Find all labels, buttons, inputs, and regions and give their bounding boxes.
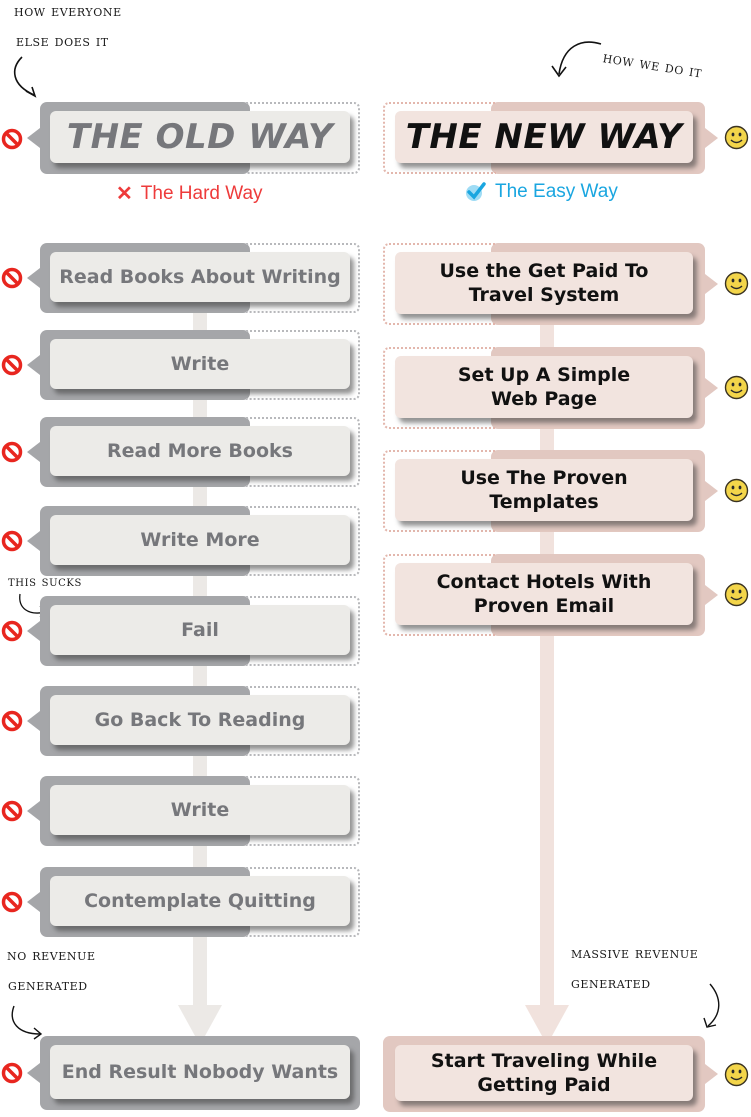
no-entry-icon [1, 1062, 23, 1084]
old-way-step: Write [27, 330, 360, 400]
old-way-step-outline [246, 417, 360, 487]
curved-arrow-icon [11, 1005, 43, 1040]
old-way-step-outline [246, 330, 360, 400]
old-way-subtitle: ✕ The Hard Way [116, 181, 263, 206]
new-way-result-text: Start Traveling While Getting Paid [395, 1045, 693, 1101]
new-way-step-text: Use The Proven Templates [395, 459, 693, 521]
old-way-step-text: Read More Books [50, 426, 350, 476]
new-way-title: THE NEW WAY [395, 111, 693, 163]
old-way-step-outline [246, 776, 360, 846]
no-entry-icon [1, 267, 23, 289]
old-way-result-text: End Result Nobody Wants [50, 1045, 350, 1099]
x-mark-icon: ✕ [116, 183, 133, 205]
no-entry-icon [1, 128, 23, 150]
new-way-step-text: Set Up A Simple Web Page [395, 356, 693, 418]
curved-arrow-icon [551, 41, 602, 78]
old-way-step-pointer [27, 531, 40, 551]
old-way-step-text: Read Books About Writing [50, 252, 350, 302]
old-way-step: Write [27, 776, 360, 846]
old-way-step-outline [246, 243, 360, 313]
new-way-step-outline [383, 450, 496, 532]
new-way-subtitle-text: The Easy Way [495, 181, 618, 202]
old-way-step-pointer [27, 355, 40, 375]
smiley-icon [724, 375, 749, 400]
old-way-step-pointer [27, 442, 40, 462]
curved-arrow-icon [13, 56, 37, 98]
new-way-step-outline [383, 554, 496, 636]
new-way-header-outline [383, 102, 496, 174]
new-way-result: Start Traveling While Getting Paid [383, 1036, 718, 1112]
no-entry-icon [1, 620, 23, 642]
old-way-step-pointer [27, 892, 40, 912]
curved-arrow-icon [703, 983, 720, 1028]
new-way-header: THE NEW WAY [383, 102, 718, 174]
annotation-massive-revenue-line1: Massive revenue [571, 944, 699, 962]
new-way-step-outline [383, 347, 496, 429]
old-way-step: Read More Books [27, 417, 360, 487]
smiley-icon [724, 125, 749, 150]
check-mark-icon [466, 182, 486, 201]
new-way-step-text: Use the Get Paid To Travel System [395, 252, 693, 314]
old-way-step-text: Contemplate Quitting [50, 876, 350, 926]
new-way-header-pointer [705, 128, 718, 148]
old-way-step: Fail [27, 596, 360, 666]
old-way-step-pointer [27, 801, 40, 821]
no-entry-icon [1, 891, 23, 913]
old-way-step-text: Go Back To Reading [50, 695, 350, 745]
no-entry-icon [1, 530, 23, 552]
old-way-header-outline [246, 102, 360, 174]
new-way-step: Contact Hotels With Proven Email [383, 554, 718, 636]
smiley-icon [724, 582, 749, 607]
no-entry-icon [1, 441, 23, 463]
no-entry-icon [1, 710, 23, 732]
old-way-step-pointer [27, 711, 40, 731]
new-way-step-text: Contact Hotels With Proven Email [395, 563, 693, 625]
annotation-massive-revenue-line2: generated [571, 974, 651, 992]
smiley-icon [724, 271, 749, 296]
old-way-flow-arrowhead [178, 1005, 222, 1045]
old-way-step-pointer [27, 268, 40, 288]
old-way-step-text: Write More [50, 515, 350, 565]
new-way-step: Set Up A Simple Web Page [383, 347, 718, 429]
smiley-icon [724, 478, 749, 503]
old-way-step-outline [246, 596, 360, 666]
new-way-step-pointer [705, 274, 718, 294]
old-way-step-pointer [27, 621, 40, 641]
new-way-step-pointer [705, 481, 718, 501]
new-way-step-pointer [705, 378, 718, 398]
old-way-header-pointer [27, 128, 40, 148]
old-way-subtitle-text: The Hard Way [140, 182, 263, 204]
old-way-step: Contemplate Quitting [27, 867, 360, 937]
no-entry-icon [1, 354, 23, 376]
old-way-step-outline [246, 867, 360, 937]
old-way-result-pointer [27, 1063, 40, 1083]
annotation-new-top: How we do it [601, 48, 704, 82]
annotation-no-revenue-line2: generated [8, 976, 88, 994]
new-way-subtitle: The Easy Way [465, 181, 618, 203]
old-way-step-text: Fail [50, 605, 350, 655]
new-way-step-pointer [705, 585, 718, 605]
annotation-old-top-line2: else does it [16, 32, 109, 50]
annotation-no-revenue-line1: No revenue [7, 946, 96, 964]
new-way-step: Use The Proven Templates [383, 450, 718, 532]
new-way-result-pointer [705, 1064, 718, 1084]
old-way-step: Read Books About Writing [27, 243, 360, 313]
new-way-step: Use the Get Paid To Travel System [383, 243, 718, 325]
old-way-title: THE OLD WAY [50, 111, 350, 163]
old-way-step-outline [246, 686, 360, 756]
old-way-step-outline [246, 506, 360, 576]
smiley-icon [724, 1062, 749, 1087]
new-way-step-outline [383, 243, 496, 325]
new-way-flow-arrowhead [525, 1005, 569, 1045]
old-way-step-text: Write [50, 785, 350, 835]
annotation-old-top-line1: How everyone [14, 2, 122, 20]
old-way-header: THE OLD WAY [27, 102, 360, 174]
no-entry-icon [1, 800, 23, 822]
old-way-step: Go Back To Reading [27, 686, 360, 756]
old-way-step-text: Write [50, 339, 350, 389]
old-way-result: End Result Nobody Wants [27, 1036, 360, 1110]
annotation-this-sucks: This sucks [8, 574, 82, 590]
old-way-step: Write More [27, 506, 360, 576]
